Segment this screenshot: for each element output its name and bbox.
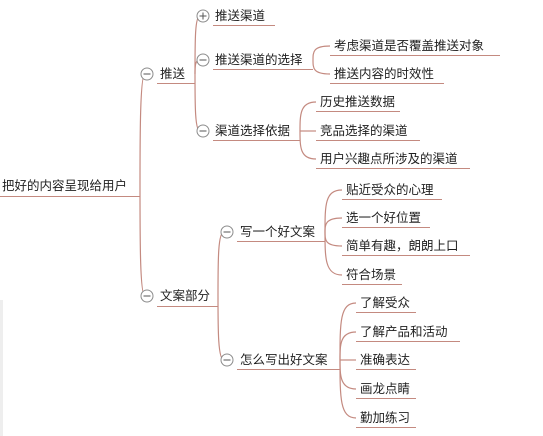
leaf-node[interactable]: 竞品选择的渠道 (320, 123, 408, 138)
underline-leaf (330, 83, 444, 84)
leaf-node[interactable]: 画龙点睛 (360, 381, 411, 396)
underline-leaf (342, 284, 402, 285)
expand-toggle-push-channel-icon[interactable] (196, 9, 210, 23)
node-good-copy[interactable]: 写一个好文案 (240, 224, 316, 239)
leaf-node[interactable]: 准确表达 (360, 352, 411, 367)
underline-leaf (330, 55, 500, 56)
collapse-toggle-channel-basis-icon[interactable] (196, 124, 210, 138)
underline-leaf (356, 312, 416, 313)
underline-leaf (316, 168, 470, 169)
collapse-toggle-channel-choice-icon[interactable] (196, 53, 210, 67)
branch-node-copy[interactable]: 文案部分 (160, 288, 211, 303)
node-channel-basis[interactable]: 渠道选择依据 (215, 123, 291, 138)
underline-branch-copy (157, 306, 218, 307)
underline-leaf (356, 369, 416, 370)
underline-how-write (237, 369, 340, 370)
underline-push-channel (213, 25, 275, 26)
branch-node-push[interactable]: 推送 (160, 66, 186, 81)
leaf-node[interactable]: 贴近受众的心理 (346, 182, 434, 197)
root-underline (0, 196, 140, 197)
underline-good-copy (237, 241, 325, 242)
underline-leaf (342, 199, 442, 200)
underline-leaf (316, 140, 420, 141)
node-how-write[interactable]: 怎么写出好文案 (240, 352, 328, 367)
leaf-node[interactable]: 推送内容的时效性 (334, 66, 435, 81)
underline-channel-basis (213, 140, 300, 141)
underline-leaf (356, 341, 460, 342)
collapse-toggle-push-icon[interactable] (140, 67, 154, 81)
collapse-toggle-copy-icon[interactable] (140, 289, 154, 303)
node-channel-choice[interactable]: 推送渠道的选择 (215, 52, 303, 67)
leaf-node[interactable]: 符合场景 (346, 267, 397, 282)
leaf-node[interactable]: 考虑渠道是否覆盖推送对象 (334, 38, 485, 53)
underline-branch-push (157, 83, 195, 84)
leaf-node[interactable]: 了解产品和活动 (360, 324, 448, 339)
underline-channel-choice (213, 69, 313, 70)
root-node[interactable]: 把好的内容呈现给用户 (2, 178, 128, 193)
collapse-toggle-how-write-icon[interactable] (220, 353, 234, 367)
leaf-node[interactable]: 历史推送数据 (320, 94, 396, 109)
underline-leaf (316, 111, 400, 112)
underline-leaf (356, 427, 416, 428)
node-push-channel[interactable]: 推送渠道 (215, 8, 266, 23)
leaf-node[interactable]: 了解受众 (360, 295, 411, 310)
underline-leaf (342, 255, 470, 256)
leaf-node[interactable]: 勤加练习 (360, 410, 411, 425)
underline-leaf (342, 227, 430, 228)
canvas-edge-shadow (0, 300, 3, 436)
collapse-toggle-good-copy-icon[interactable] (220, 225, 234, 239)
underline-leaf (356, 398, 416, 399)
leaf-node[interactable]: 简单有趣，朗朗上口 (346, 238, 459, 253)
leaf-node[interactable]: 用户兴趣点所涉及的渠道 (320, 151, 458, 166)
leaf-node[interactable]: 选一个好位置 (346, 210, 422, 225)
